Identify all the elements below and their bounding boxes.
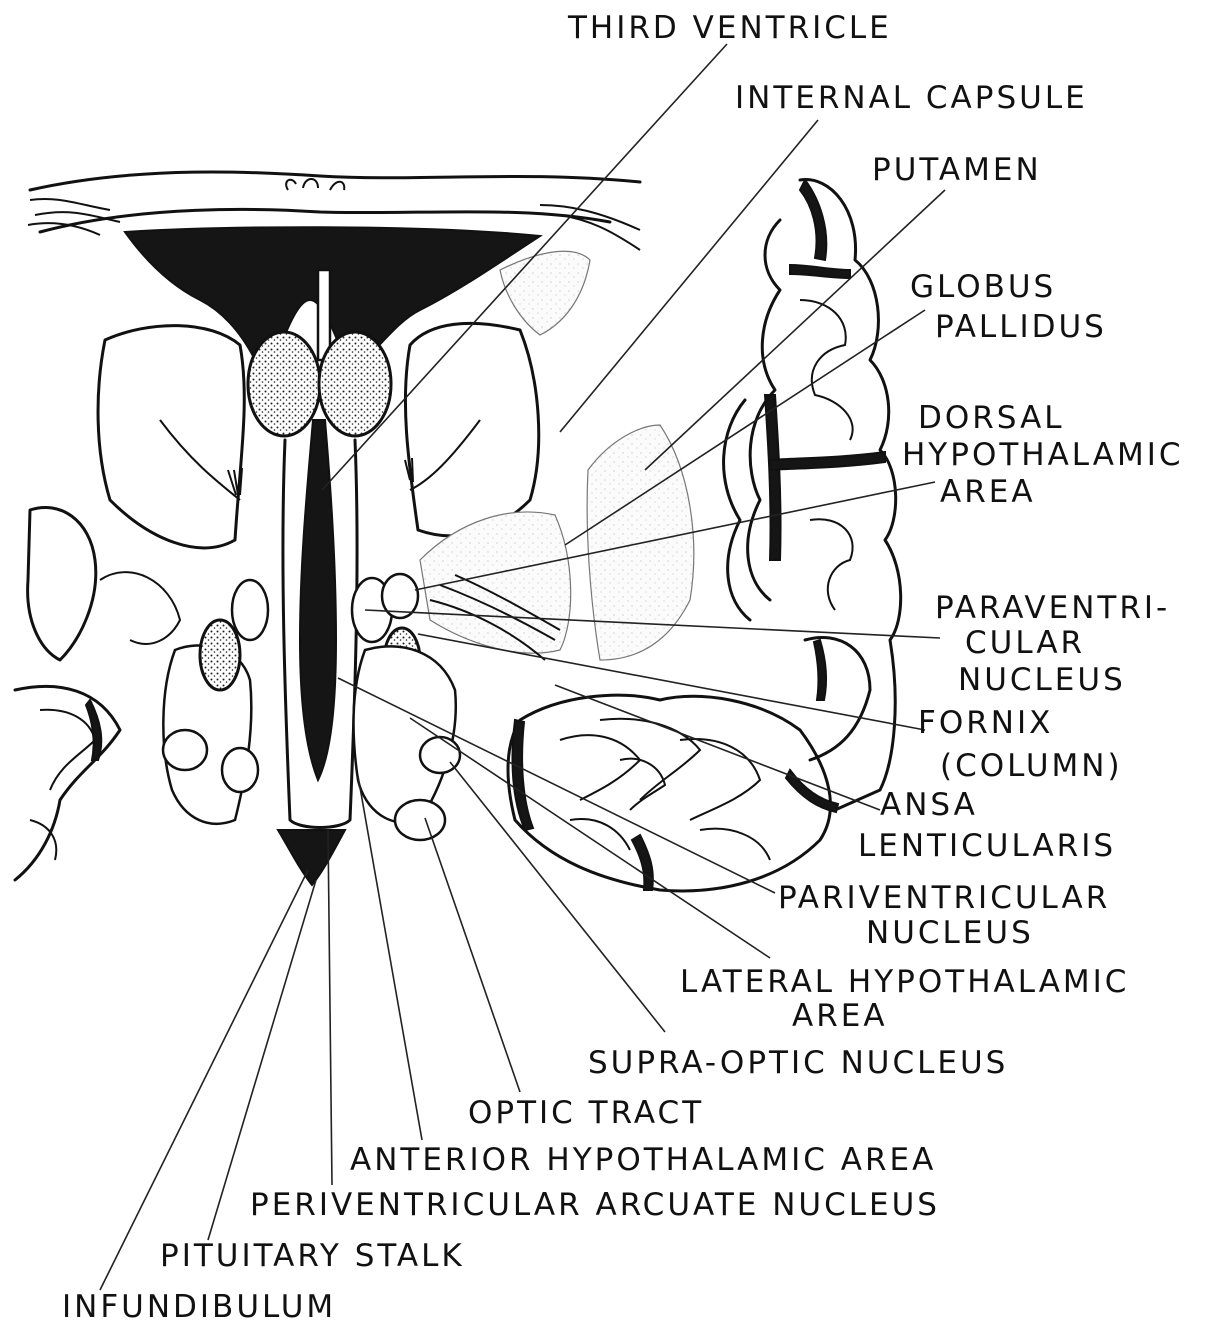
label-supra-optic-nucleus: SUPRA-OPTIC NUCLEUS [588,1045,1008,1081]
brain-section-drawing [15,172,901,891]
leader-internal-capsule [560,120,818,432]
label-ansa: ANSA [880,787,978,823]
left-lateral-region [28,507,96,660]
leader-pituitary-stalk [208,880,316,1240]
lateral-ventricles [125,227,540,360]
label-pituitary-stalk: PITUITARY STALK [160,1238,465,1274]
label-pallidus: PALLIDUS [935,309,1107,345]
optic-tract-left [163,730,207,770]
leader-putamen [645,190,945,470]
label-pariventricular-nucleus-word: NUCLEUS [866,915,1034,951]
label-paraventricular-nucleus-word: NUCLEUS [958,662,1126,698]
label-optic-tract: OPTIC TRACT [468,1095,704,1131]
label-putamen: PUTAMEN [872,152,1042,188]
internal-capsule-shape [500,251,590,335]
label-lateral-area: AREA [792,998,888,1034]
supraoptic-right [395,800,445,840]
third-ventricle-cavity [300,420,336,780]
label-dorsal-area: AREA [940,474,1036,510]
label-lateral-hypothalamic: LATERAL HYPOTHALAMIC [680,964,1129,1000]
leader-ansa-lenticularis [555,685,880,810]
label-lenticularis: LENTICULARIS [858,828,1116,864]
leader-globus-pallidus [565,310,925,545]
label-infundibulum: INFUNDIBULUM [62,1289,336,1323]
right-hypothalamus-block [354,646,456,822]
leader-fornix [418,634,925,730]
supraoptic-left [222,748,258,792]
leader-lateral-hypothalamic-area [410,718,770,958]
fornix-body-right [319,332,391,436]
label-column: (COLUMN) [940,748,1123,784]
septum-pellucidum [318,270,330,360]
leader-optic-tract [425,818,520,1092]
label-cular: CULAR [965,625,1085,661]
label-globus: GLOBUS [910,269,1056,305]
label-periventricular-arcuate-nucleus: PERIVENTRICULAR ARCUATE NUCLEUS [250,1187,940,1223]
infundibulum-tip [278,830,345,885]
label-paraventri: PARAVENTRI- [935,590,1170,626]
label-fornix: FORNIX [918,705,1053,741]
globus-pallidus-shape [420,512,571,653]
label-internal-capsule: INTERNAL CAPSULE [735,80,1088,116]
leader-periventricular-arcuate-nucleus [328,830,332,1185]
right-temporal-lobe [508,695,838,891]
caudate-left [98,326,244,548]
label-pariventricular: PARIVENTRICULAR [778,880,1110,916]
fornix-body-left [248,332,320,436]
left-temporal-gyri [15,686,120,880]
leader-supra-optic-nucleus [450,762,665,1032]
fornix-column-left [200,620,240,690]
leader-infundibulum [100,870,308,1290]
nucleus-small-left [232,580,268,640]
label-anterior-hypothalamic-area: ANTERIOR HYPOTHALAMIC AREA [350,1142,936,1178]
label-third-ventricle: THIRD VENTRICLE [567,10,892,46]
label-dorsal: DORSAL [918,400,1065,436]
label-hypothalamic: HYPOTHALAMIC [902,437,1184,473]
